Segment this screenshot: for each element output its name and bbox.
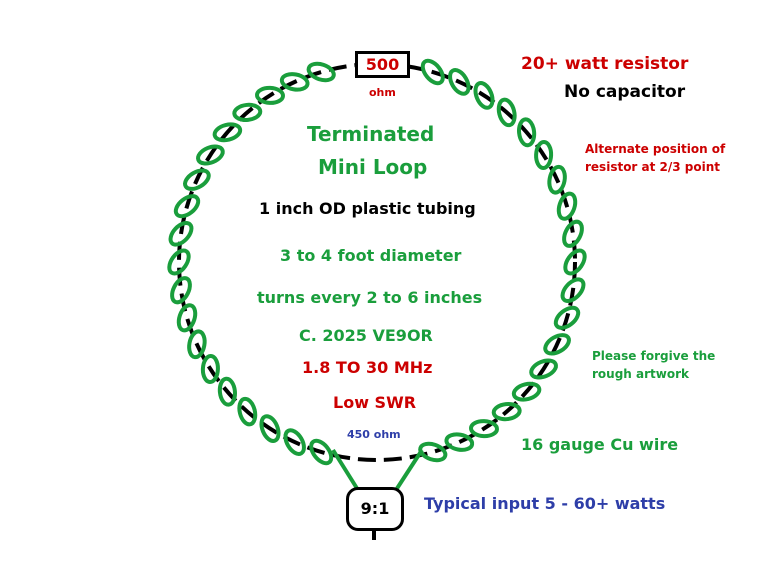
coil-turn	[170, 276, 192, 305]
coil-turn	[167, 248, 191, 276]
feed-lead-left	[331, 448, 360, 492]
tubing-note: 1 inch OD plastic tubing	[259, 199, 476, 218]
coil-turn	[212, 122, 243, 143]
title-line-1: Terminated	[307, 122, 435, 146]
coil-turn	[232, 102, 263, 122]
coil-turn	[217, 376, 237, 407]
feedline-stub	[372, 530, 376, 540]
coil-turn	[444, 432, 475, 452]
resistor-unit: ohm	[369, 86, 396, 99]
alternate-note-line-1: Alternate position of	[585, 142, 726, 156]
coil-turn	[173, 194, 201, 219]
coil-turn	[563, 248, 587, 276]
turns-note: turns every 2 to 6 inches	[257, 288, 483, 307]
title-line-2: Mini Loop	[318, 155, 428, 179]
coil-turn	[473, 81, 495, 110]
coil-turn	[560, 277, 586, 303]
coil-turn	[543, 333, 571, 356]
wire-note: 16 gauge Cu wire	[521, 435, 679, 454]
coil-turn	[496, 97, 517, 128]
resistor-title: 20+ watt resistor	[521, 54, 689, 74]
coil-turn	[547, 164, 567, 195]
loop-wire	[177, 62, 577, 462]
copyright-note: C. 2025 VE9OR	[299, 326, 433, 345]
coil-turn	[418, 441, 448, 463]
resistor-box: 500	[355, 51, 410, 78]
coil-turn	[237, 396, 258, 427]
coil-turn	[529, 358, 558, 380]
swr-note: Low SWR	[333, 393, 417, 412]
coil-turn	[309, 438, 334, 466]
coil-turn	[183, 168, 211, 191]
coil-turn	[168, 221, 194, 247]
balun-ratio: 9:1	[360, 499, 390, 518]
diameter-note: 3 to 4 foot diameter	[280, 246, 462, 265]
forgive-note-line-1: Please forgive the	[592, 349, 716, 363]
frequency-note: 1.8 TO 30 MHz	[302, 358, 433, 377]
coil-turn	[259, 414, 281, 443]
coil-turn	[200, 354, 220, 384]
coil-turn	[534, 140, 554, 170]
resistor-value: 500	[365, 54, 400, 74]
coil-turn	[562, 219, 584, 248]
coil-turn	[491, 402, 522, 422]
balun-box: 9:1	[346, 487, 404, 531]
input-power-note: Typical input 5 - 60+ watts	[424, 494, 666, 513]
coil-turn	[511, 381, 542, 402]
coil-turn	[196, 144, 225, 166]
coil-turn	[176, 303, 198, 333]
coil-turns	[167, 58, 587, 466]
feed-impedance-note: 450 ohm	[347, 428, 401, 441]
coil-turn	[448, 68, 471, 96]
coil-turn	[517, 117, 537, 148]
alternate-note-line-2: resistor at 2/3 point	[585, 160, 721, 174]
forgive-note-line-2: rough artwork	[592, 367, 689, 381]
coil-turn	[556, 191, 578, 221]
coil-turn	[553, 305, 581, 330]
coil-turn	[306, 61, 336, 83]
coil-turn	[279, 72, 310, 92]
resistor-note: No capacitor	[564, 82, 686, 102]
coil-turn	[187, 329, 207, 360]
coil-turn	[283, 428, 306, 456]
coil-turn	[420, 58, 445, 86]
coil-turn	[255, 85, 285, 105]
coil-turn	[469, 419, 499, 439]
feed-lead-right	[394, 448, 424, 492]
